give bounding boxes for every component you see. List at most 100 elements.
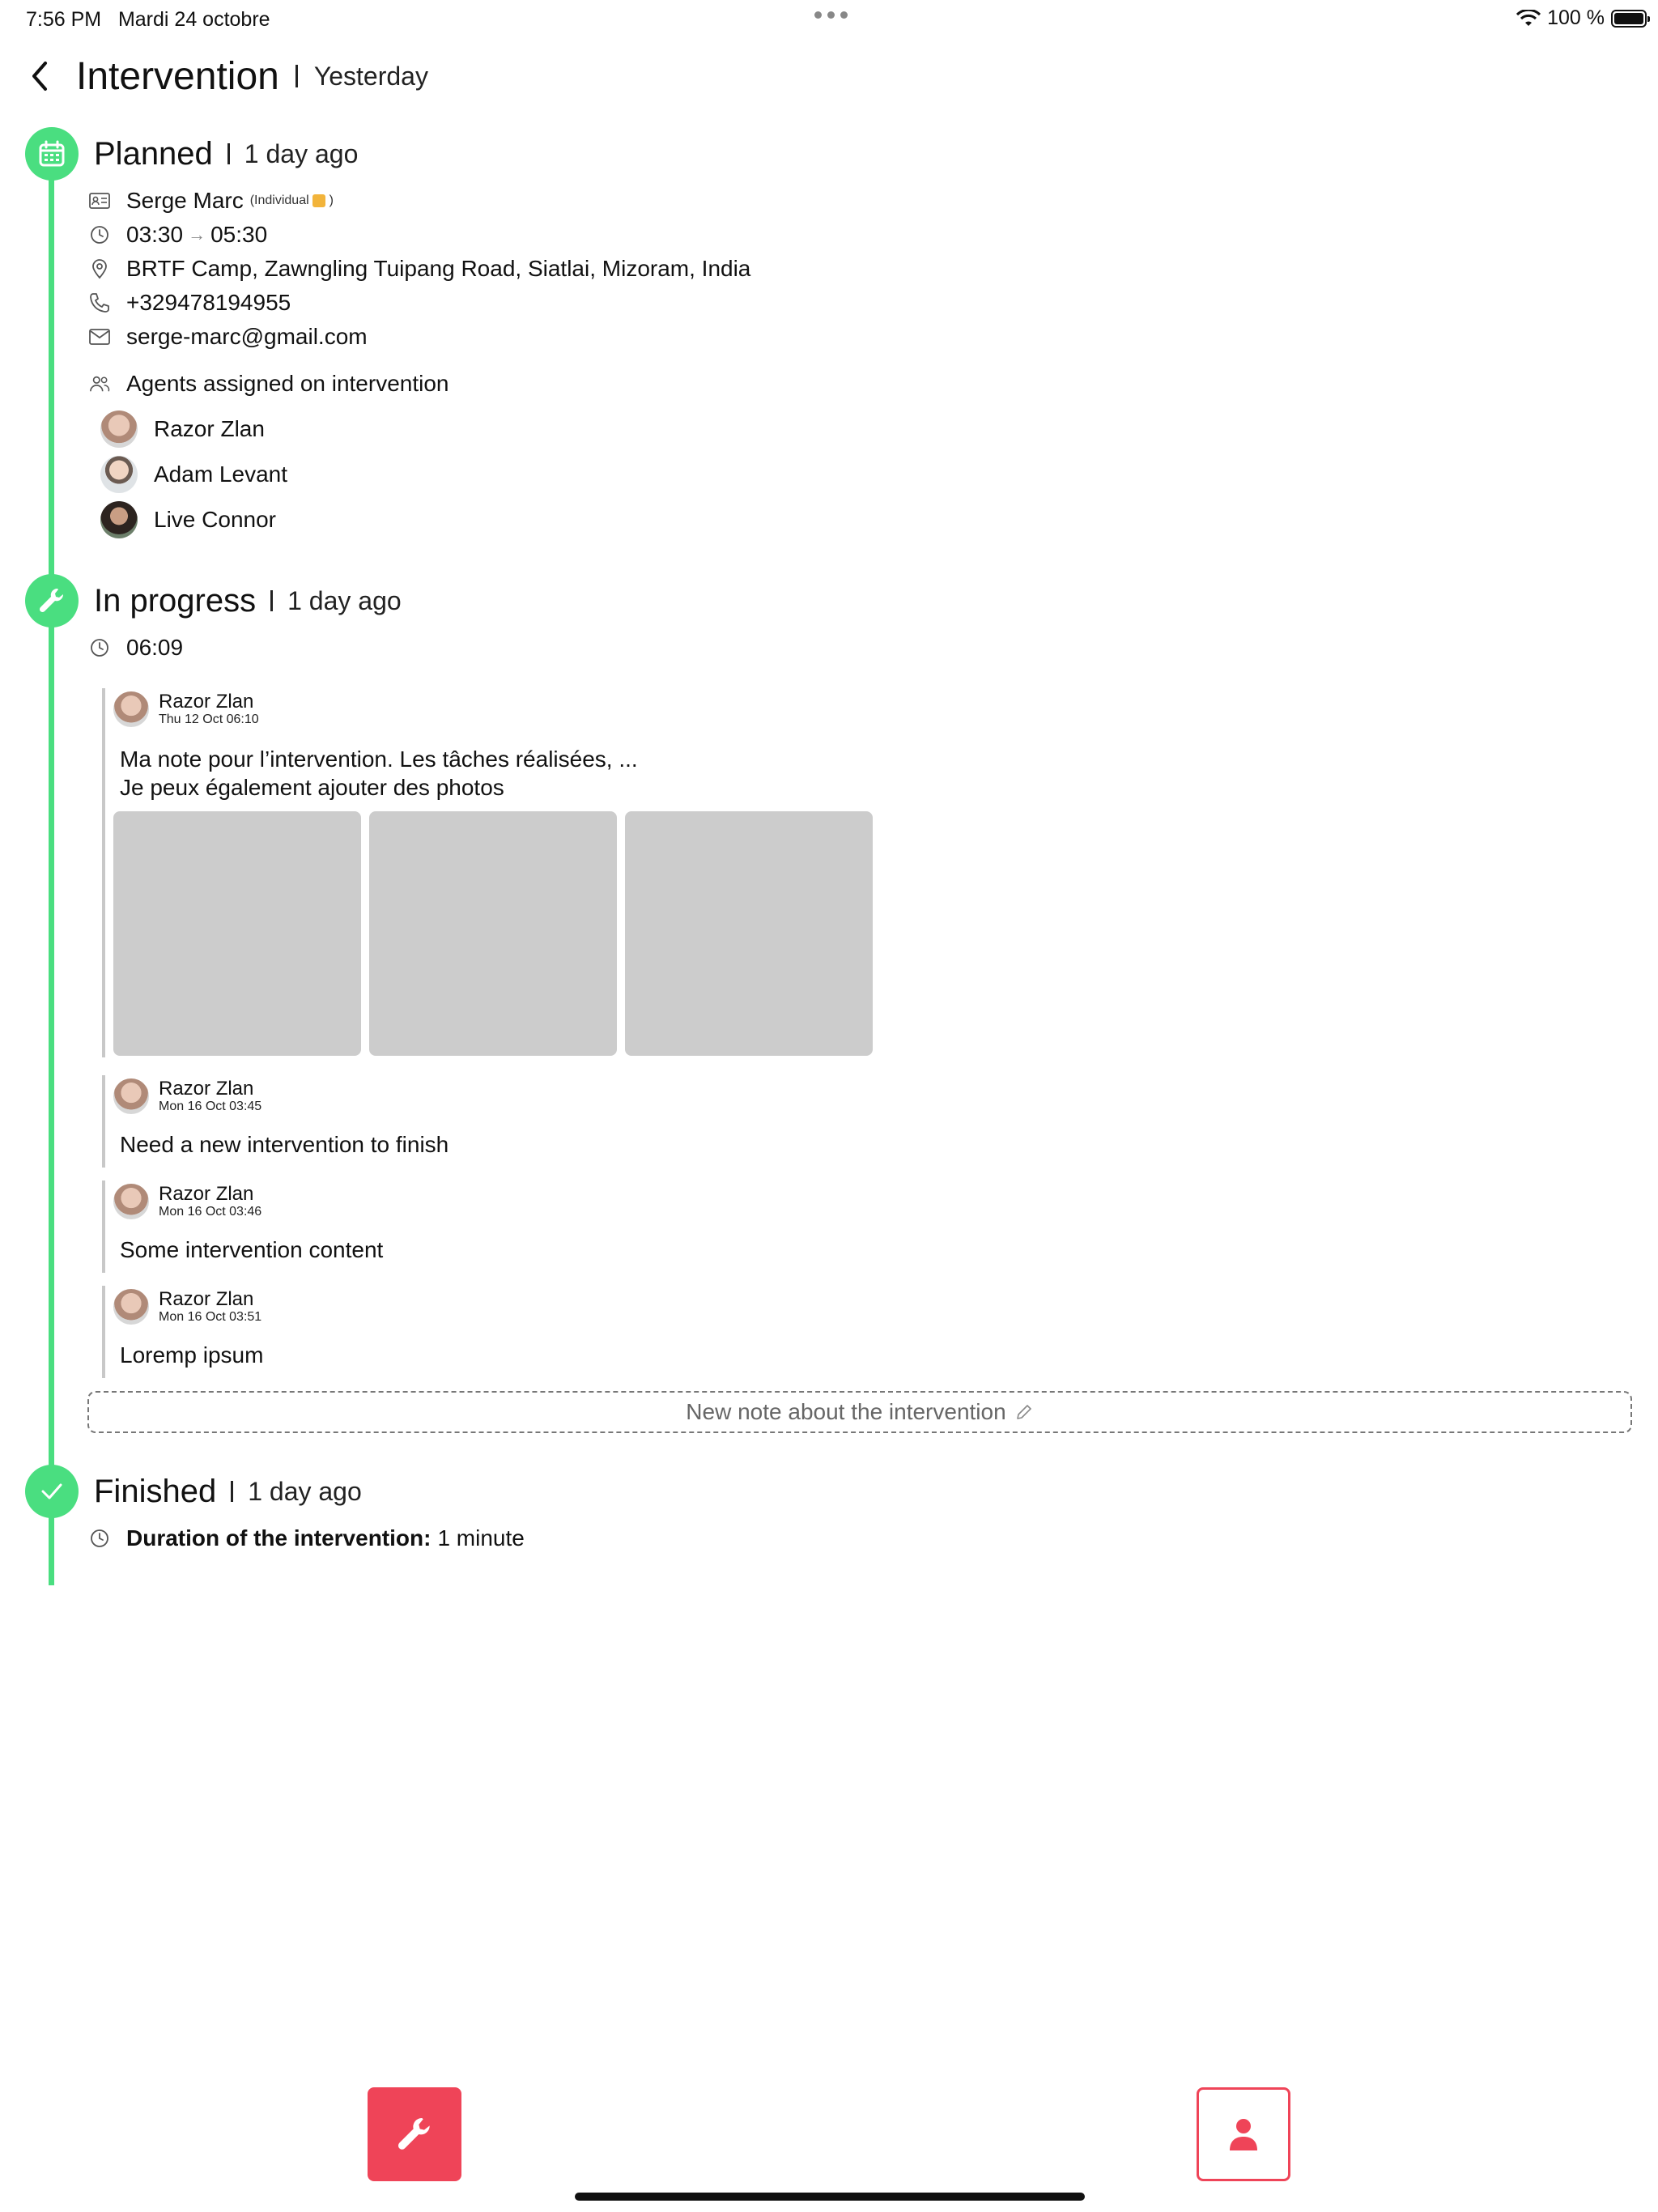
note-item[interactable]: Razor Zlan Thu 12 Oct 06:10 Ma note pour… <box>102 688 882 1057</box>
start-time-row: 06:09 <box>89 632 183 664</box>
duration-label: Duration of the intervention: <box>126 1525 432 1551</box>
note-item[interactable]: Razor Zlan Mon 16 Oct 03:45 Need a new i… <box>102 1075 672 1168</box>
note-date: Mon 16 Oct 03:51 <box>159 1310 262 1324</box>
planned-status-dot <box>25 127 79 181</box>
note-body: Need a new intervention to finish <box>120 1132 449 1157</box>
avatar <box>113 691 149 727</box>
new-note-button[interactable]: New note about the intervention <box>87 1391 1632 1433</box>
note-body: Some intervention content <box>120 1237 384 1262</box>
finished-title: Finished <box>94 1473 217 1509</box>
arrow-right-icon: → <box>188 224 206 245</box>
planned-title: Planned <box>94 135 213 172</box>
agent-name: Live Connor <box>154 507 276 532</box>
avatar <box>113 1184 149 1219</box>
note-author: Razor Zlan Mon 16 Oct 03:51 <box>113 1289 261 1325</box>
avatar <box>113 1078 149 1114</box>
calendar-icon <box>39 140 65 167</box>
avatar <box>100 456 138 493</box>
in-progress-ago: 1 day ago <box>287 585 402 615</box>
agent-item[interactable]: Adam Levant <box>100 454 287 495</box>
avatar <box>100 410 138 448</box>
agents-heading-row: Agents assigned on intervention <box>89 368 449 400</box>
duration-value: 1 minute <box>437 1525 525 1551</box>
users-icon <box>89 373 110 394</box>
planned-header: Planned 1 day ago <box>94 130 358 178</box>
new-note-label: New note about the intervention <box>686 1399 1006 1424</box>
status-date: Mardi 24 octobre <box>117 8 270 31</box>
finished-header: Finished 1 day ago <box>94 1467 362 1516</box>
clock-icon <box>89 637 110 658</box>
phone-icon <box>89 292 110 313</box>
phone-number: +329478194955 <box>126 290 291 315</box>
finished-ago: 1 day ago <box>248 1476 362 1506</box>
mail-icon <box>89 326 110 347</box>
planned-ago: 1 day ago <box>244 138 359 168</box>
client-button[interactable] <box>1197 2087 1290 2181</box>
time-range-row: 03:30 → 05:30 <box>89 219 267 251</box>
wifi-icon <box>1516 9 1541 26</box>
client-type: (Individual ) <box>249 194 334 207</box>
avatar <box>113 1289 149 1325</box>
time-start: 03:30 <box>126 222 184 247</box>
page-title: Intervention <box>76 54 279 98</box>
note-date: Mon 16 Oct 03:45 <box>159 1100 262 1113</box>
home-indicator[interactable] <box>575 2193 1085 2201</box>
page-header: Intervention Yesterday <box>29 52 428 100</box>
wrench-icon <box>397 2117 430 2150</box>
multitasking-dots[interactable] <box>814 11 848 19</box>
author-name: Razor Zlan <box>159 1288 254 1310</box>
separator <box>227 143 230 164</box>
pencil-icon <box>1016 1405 1031 1419</box>
address: BRTF Camp, Zawngling Tuipang Road, Siatl… <box>126 256 751 281</box>
status-bar: 7:56 PM Mardi 24 octobre 100 % <box>0 0 1658 39</box>
chevron-left-icon <box>32 62 47 91</box>
status-time: 7:56 PM <box>26 8 102 31</box>
page-subtitle: Yesterday <box>313 61 428 91</box>
agents-heading: Agents assigned on intervention <box>126 371 449 396</box>
author-name: Razor Zlan <box>159 1078 254 1100</box>
agent-name: Adam Levant <box>154 462 287 487</box>
note-body: Ma note pour l’intervention. Les tâches … <box>120 745 638 802</box>
id-card-icon <box>89 190 110 211</box>
separator <box>231 1481 234 1502</box>
duration-row: Duration of the intervention: 1 minute <box>89 1522 525 1555</box>
clock-icon <box>89 224 110 245</box>
in-progress-header: In progress 1 day ago <box>94 576 402 625</box>
note-item[interactable]: Razor Zlan Mon 16 Oct 03:46 Some interve… <box>102 1180 672 1273</box>
note-text: Ma note pour l’intervention. Les tâches … <box>120 747 638 772</box>
photo-placeholder[interactable] <box>113 811 361 1056</box>
photo-placeholder[interactable] <box>369 811 617 1056</box>
battery-icon <box>1611 9 1650 28</box>
email: serge-marc@gmail.com <box>126 324 368 349</box>
email-row[interactable]: serge-marc@gmail.com <box>89 321 368 353</box>
user-icon <box>1230 2119 1257 2150</box>
author-name: Razor Zlan <box>159 1183 254 1205</box>
title-separator <box>295 65 298 87</box>
back-button[interactable] <box>29 52 62 100</box>
agent-item[interactable]: Live Connor <box>100 500 276 540</box>
person-emoji-icon <box>312 194 326 207</box>
note-body: Loremp ipsum <box>120 1342 264 1368</box>
agent-item[interactable]: Razor Zlan <box>100 409 265 449</box>
battery-percent: 100 % <box>1547 6 1605 29</box>
note-author: Razor Zlan Mon 16 Oct 03:46 <box>113 1184 261 1219</box>
address-row[interactable]: BRTF Camp, Zawngling Tuipang Road, Siatl… <box>89 253 750 285</box>
start-time: 06:09 <box>126 635 184 660</box>
status-right: 100 % <box>1516 6 1650 30</box>
note-date: Mon 16 Oct 03:46 <box>159 1205 262 1219</box>
time-end: 05:30 <box>210 222 268 247</box>
note-text: Je peux également ajouter des photos <box>120 775 504 800</box>
agent-name: Razor Zlan <box>154 416 265 441</box>
wrench-icon <box>39 588 64 613</box>
check-icon <box>41 1483 62 1499</box>
finished-status-dot <box>25 1465 79 1518</box>
note-item[interactable]: Razor Zlan Mon 16 Oct 03:51 Loremp ipsum <box>102 1286 672 1378</box>
timeline-line <box>49 154 54 1585</box>
note-date: Thu 12 Oct 06:10 <box>159 713 259 726</box>
map-pin-icon <box>89 258 110 279</box>
phone-row[interactable]: +329478194955 <box>89 287 291 319</box>
tools-button[interactable] <box>368 2087 461 2181</box>
photo-placeholder[interactable] <box>625 811 873 1056</box>
client-name: Serge Marc <box>126 188 244 213</box>
author-name: Razor Zlan <box>159 691 254 713</box>
